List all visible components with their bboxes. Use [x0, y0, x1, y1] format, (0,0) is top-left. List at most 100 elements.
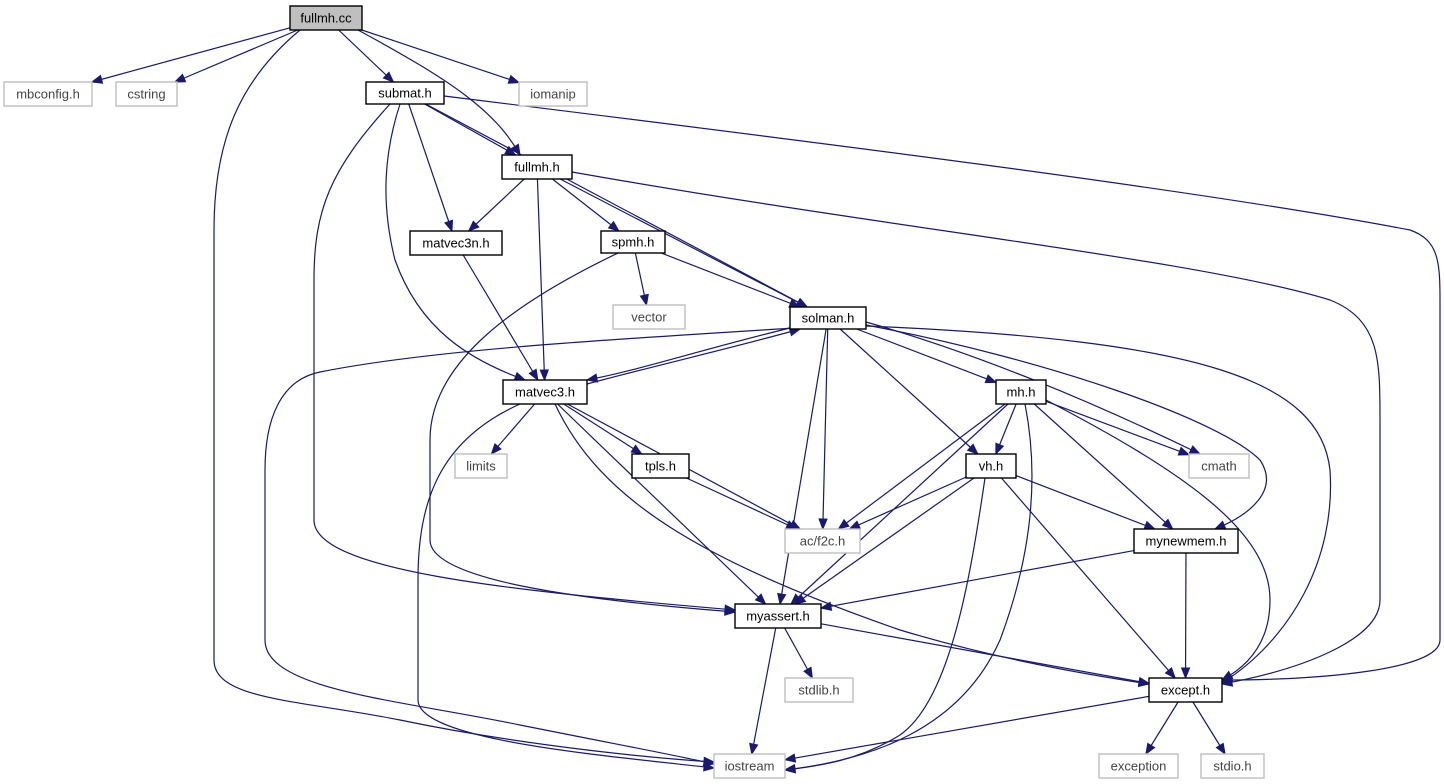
- edge-mynewmem_h-to-except_h: [1180, 552, 1191, 680]
- edge-mh_h-to-ac_f2c_h: [837, 403, 1006, 530]
- edge-matvec3_h-to-solman_h: [586, 327, 802, 385]
- edge-line: [586, 328, 801, 385]
- edge-line: [338, 29, 394, 83]
- node-box: [501, 154, 573, 180]
- edge-line: [686, 477, 797, 530]
- node-myassert-h[interactable]: myassert.h: [734, 603, 822, 629]
- edge-line: [1045, 399, 1271, 681]
- arrowhead-icon: [607, 220, 620, 232]
- node-box: [1148, 677, 1223, 703]
- edge-solman_h-to-matvec3_h: [585, 327, 791, 383]
- edge-line: [557, 403, 766, 605]
- edge-matvec3_h-to-limits: [490, 403, 536, 456]
- node-label: ac/f2c.h: [800, 534, 846, 549]
- arrowhead-icon: [749, 742, 759, 756]
- edge-line: [661, 252, 800, 308]
- arrowhead-icon: [490, 442, 502, 456]
- arrowhead-icon: [90, 74, 104, 84]
- node-mbconfig-h: mbconfig.h: [3, 81, 93, 107]
- edge-fullmh_h-to-matvec3_h: [536, 178, 549, 382]
- node-label: vh.h: [979, 459, 1004, 474]
- node-box: [965, 453, 1017, 479]
- arrowhead-icon: [793, 594, 807, 605]
- node-matvec3-h[interactable]: matvec3.h: [502, 379, 588, 405]
- edge-matvec3_h-to-myassert_h: [557, 403, 767, 605]
- node-stdlib-h: stdlib.h: [784, 677, 854, 703]
- edge-line: [794, 477, 975, 605]
- node-submat-h[interactable]: submat.h: [365, 81, 445, 105]
- arrowhead-icon: [539, 369, 549, 382]
- node-fullmh-cc[interactable]: fullmh.cc: [289, 5, 363, 31]
- arrowhead-icon: [173, 73, 187, 83]
- edge-spmh_h-to-solman_h: [661, 252, 802, 308]
- edge-myassert_h-to-stdlib_h: [784, 627, 814, 680]
- edge-line: [820, 549, 1135, 609]
- node-vh-h[interactable]: vh.h: [965, 453, 1017, 479]
- arrowhead-icon: [783, 753, 797, 763]
- arrowhead-icon: [504, 145, 517, 156]
- edge-line: [856, 328, 997, 383]
- arrowhead-icon: [444, 219, 454, 233]
- arrowhead-icon: [777, 592, 787, 606]
- edge-spmh_h-to-vector: [634, 252, 649, 307]
- node-mynewmem-h[interactable]: mynewmem.h: [1133, 528, 1239, 554]
- edge-line: [408, 103, 453, 232]
- arrowhead-icon: [848, 520, 861, 530]
- arrowhead-icon: [1215, 742, 1226, 756]
- arrowhead-icon: [639, 293, 649, 307]
- node-label: fullmh.cc: [300, 11, 352, 26]
- node-tpls-h[interactable]: tpls.h: [631, 453, 690, 479]
- arrowhead-icon: [1164, 666, 1176, 680]
- node-solman-h[interactable]: solman.h: [789, 306, 867, 330]
- edge-line: [865, 324, 1267, 530]
- edge-vh_h-to-iostream: [783, 477, 986, 774]
- edge-vh_h-to-myassert_h: [793, 477, 975, 605]
- arrowhead-icon: [1213, 520, 1227, 530]
- arrowhead-icon: [1220, 670, 1234, 681]
- edge-line: [443, 95, 1441, 681]
- edge-line: [865, 321, 1201, 455]
- edge-line: [357, 29, 521, 156]
- node-box: [784, 677, 854, 703]
- arrowhead-icon: [1161, 518, 1174, 530]
- node-label: cstring: [127, 87, 165, 102]
- node-label: myassert.h: [746, 609, 810, 624]
- edge-fullmh_h-to-solman_h: [559, 178, 808, 308]
- node-box: [1098, 753, 1179, 779]
- edge-myassert_h-to-except_h: [820, 623, 1151, 687]
- edge-line: [822, 328, 829, 530]
- node-vector: vector: [612, 304, 686, 330]
- node-label: spmh.h: [612, 235, 655, 250]
- edge-line: [462, 254, 539, 381]
- node-iomanip: iomanip: [518, 81, 588, 107]
- node-label: matvec3.h: [515, 385, 575, 400]
- edge-fullmh_cc-to-cstring: [173, 29, 298, 83]
- edge-mh_h-to-vh_h: [995, 403, 1017, 456]
- edge-line: [563, 403, 643, 455]
- node-box: [713, 753, 786, 779]
- node-except-h[interactable]: except.h: [1148, 677, 1223, 703]
- node-label: stdio.h: [1213, 759, 1251, 774]
- node-box: [3, 81, 93, 107]
- node-mh-h[interactable]: mh.h: [995, 379, 1047, 405]
- node-box: [365, 81, 445, 105]
- arrowhead-icon: [1137, 676, 1151, 687]
- node-box: [734, 603, 822, 629]
- edge-line: [361, 29, 520, 84]
- edge-matvec3n_h-to-matvec3_h: [462, 254, 539, 382]
- node-stdio-h: stdio.h: [1200, 753, 1265, 779]
- node-box: [612, 304, 686, 330]
- edge-line: [784, 477, 986, 771]
- node-spmh-h[interactable]: spmh.h: [600, 230, 666, 254]
- edge-line: [468, 178, 525, 232]
- arrowhead-icon: [819, 601, 833, 611]
- node-fullmh-h[interactable]: fullmh.h: [501, 154, 573, 180]
- node-matvec3n-h[interactable]: matvec3n.h: [409, 230, 503, 256]
- edge-line: [838, 403, 1006, 530]
- arrowhead-icon: [382, 71, 395, 83]
- edge-fullmh_cc-to-iomanip: [361, 29, 521, 84]
- node-box: [784, 528, 861, 554]
- edge-line: [551, 178, 620, 232]
- node-label: vector: [631, 310, 667, 325]
